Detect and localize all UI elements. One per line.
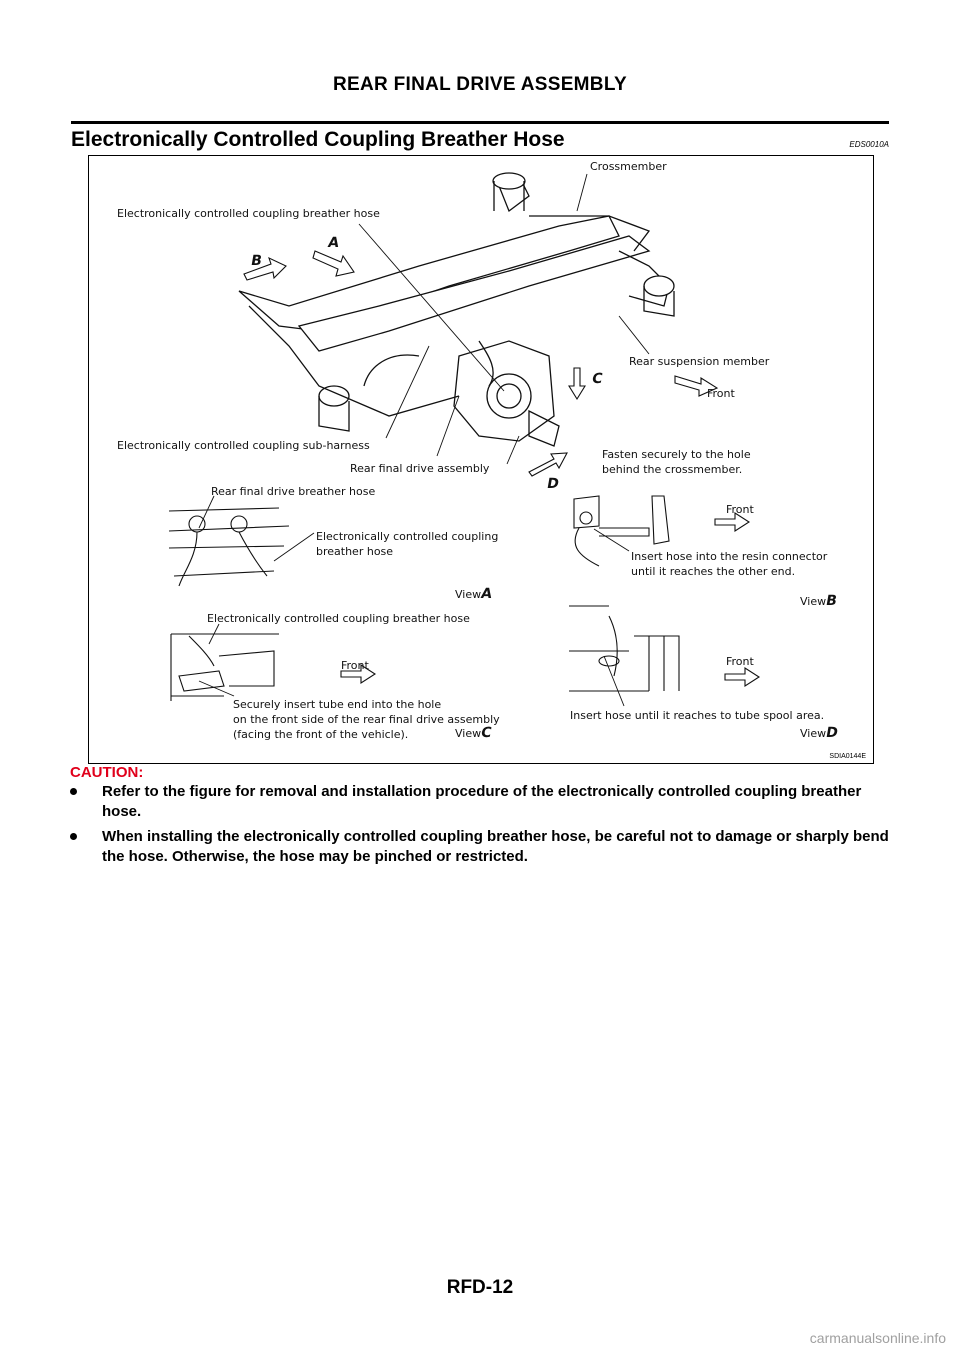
view-d-text: View xyxy=(800,727,827,740)
label-crossmember: Crossmember xyxy=(590,160,667,173)
label-rear-suspension-member: Rear suspension member xyxy=(629,355,770,368)
section-code: EDS0010A xyxy=(849,140,889,149)
label-front-d: Front xyxy=(726,655,754,668)
label-view-c: ViewC xyxy=(455,725,493,741)
label-sub-harness: Electronically controlled coupling sub-h… xyxy=(117,439,370,452)
label-rear-final-drive-breather-hose: Rear final drive breather hose xyxy=(211,485,376,498)
label-insert-resin: Insert hose into the resin connector unt… xyxy=(631,550,828,578)
label-front-c: Front xyxy=(341,659,369,672)
section-title: Electronically Controlled Coupling Breat… xyxy=(71,128,565,151)
page-number: RFD-12 xyxy=(446,1277,514,1298)
figure-drawing xyxy=(168,172,761,707)
label-breather-hose-top: Electronically controlled coupling breat… xyxy=(117,207,380,220)
label-view-b: ViewB xyxy=(800,593,839,609)
label-front-b: Front xyxy=(726,503,754,516)
caution-item-text: Refer to the figure for removal and inst… xyxy=(102,783,862,820)
view-a-letter: A xyxy=(479,586,494,602)
label-front-top: Front xyxy=(707,387,735,400)
installation-figure: Crossmember Electronically controlled co… xyxy=(88,155,874,764)
page-header: REAR FINAL DRIVE ASSEMBLY xyxy=(333,74,627,95)
view-b-letter: B xyxy=(824,593,839,609)
caution-item-text: When installing the electronically contr… xyxy=(102,828,889,865)
section-rule xyxy=(71,121,889,124)
bullet-icon xyxy=(70,788,77,795)
caution-item: When installing the electronically contr… xyxy=(70,827,892,867)
caution-item: Refer to the figure for removal and inst… xyxy=(70,782,892,822)
figure-code: SDIA0144E xyxy=(829,753,866,760)
view-b-text: View xyxy=(800,595,827,608)
label-securely-insert: Securely insert tube end into the hole o… xyxy=(233,698,500,741)
watermark[interactable]: carmanualsonline.info xyxy=(809,1330,946,1346)
label-view-a: ViewA xyxy=(455,586,494,602)
label-view-d: ViewD xyxy=(800,725,840,741)
label-coupling-breather-hose-a: Electronically controlled coupling breat… xyxy=(316,530,499,558)
view-a-text: View xyxy=(455,588,482,601)
view-c-text: View xyxy=(455,727,482,740)
label-insert-spool: Insert hose until it reaches to tube spo… xyxy=(570,709,825,722)
view-c-letter: C xyxy=(479,725,493,741)
label-fasten-securely: Fasten securely to the hole behind the c… xyxy=(602,448,751,476)
label-rear-final-drive-assembly: Rear final drive assembly xyxy=(350,462,490,475)
label-breather-hose-c: Electronically controlled coupling breat… xyxy=(207,612,470,625)
caution-title: CAUTION: xyxy=(70,764,144,781)
bullet-icon xyxy=(70,833,77,840)
view-d-letter: D xyxy=(824,725,840,741)
